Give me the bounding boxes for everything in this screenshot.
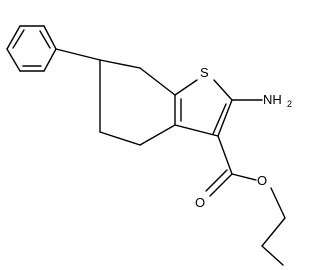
amine-label-main: NH — [263, 92, 282, 107]
bond-c3-carbonyl — [217, 135, 233, 175]
bond-thio-s-c2 — [213, 79, 233, 101]
bond-thio-c3-c3a — [174, 124, 219, 137]
bond-phenyl-3-inner — [39, 30, 51, 49]
bond-phenyl-1 — [6, 25, 21, 50]
bond-hex-4 — [139, 124, 176, 146]
ester-group — [205, 135, 286, 266]
bond-propyl-2 — [261, 245, 284, 266]
bond-carbonyl-double-1 — [209, 173, 233, 197]
bond-thio-c2-c3 — [217, 99, 233, 137]
thiophene-ring — [174, 79, 233, 137]
bond-phenyl-1-inner — [12, 29, 25, 49]
bond-phenyl-4 — [43, 48, 57, 72]
phenyl-ring — [6, 25, 57, 72]
amine-label-subscript: 2 — [287, 99, 292, 109]
bond-carbonyl-double-2 — [205, 169, 228, 192]
bond-hex-1 — [99, 59, 141, 69]
ester-oxygen-label: O — [257, 173, 267, 188]
bond-ester-o-propyl — [270, 187, 286, 219]
amine-label: NH 2 — [263, 92, 292, 109]
bond-phenyl-3 — [43, 25, 57, 50]
bond-phenyl-to-ring — [55, 48, 101, 61]
bond-phenyl-6 — [6, 48, 21, 72]
sulfur-label: S — [200, 65, 209, 80]
bond-thio-c2-c3-inner — [212, 103, 227, 135]
bond-propyl-1 — [261, 217, 286, 247]
bond-hex-5 — [99, 131, 141, 146]
bond-thio-c7a-s — [174, 79, 198, 96]
bond-hex-2 — [139, 67, 176, 96]
bond-carbonyl-ester-o — [231, 173, 257, 181]
carbonyl-oxygen-label: O — [195, 195, 205, 210]
cyclohexene-ring — [99, 59, 176, 146]
